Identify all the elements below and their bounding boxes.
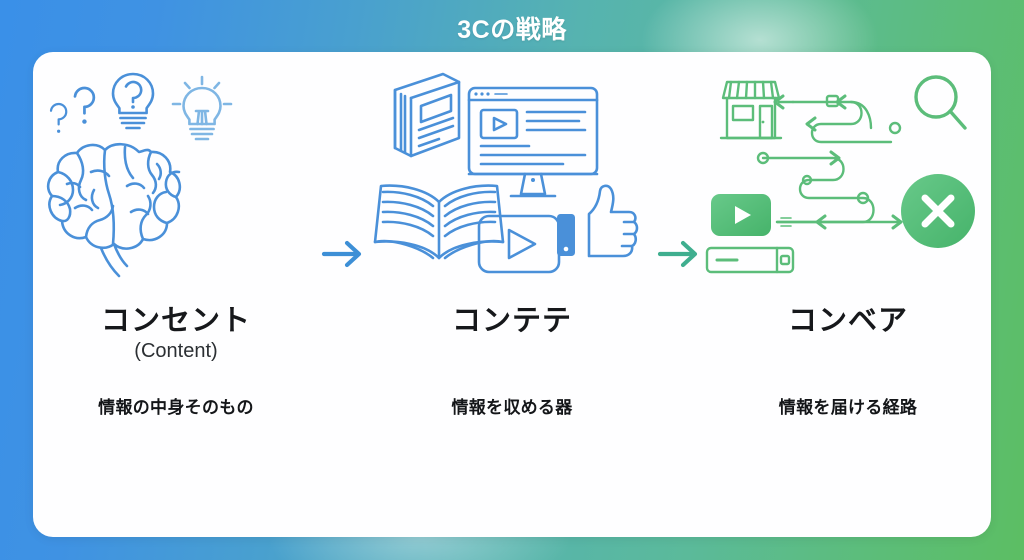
search-bar-icon — [705, 246, 795, 274]
lightbulb-idea-icon — [171, 75, 233, 141]
title-block-container: コンテテ — [452, 301, 572, 393]
storefront-icon — [719, 80, 783, 140]
column-heading: コンセント — [100, 305, 251, 337]
play-button-icon — [477, 214, 561, 274]
column-conveyor: コンベア 情報を届ける経路 — [705, 52, 991, 537]
column-subheading: (Content) — [134, 340, 218, 363]
column-heading: コンベア — [787, 305, 908, 337]
route-path-icon — [756, 94, 903, 230]
page-title: 3Cの戦略 — [457, 16, 567, 44]
description-block-content: 情報の中身そのもの — [98, 393, 254, 435]
lightbulb-question-icon — [111, 72, 155, 130]
content-card: コンセント (Content) 情報の中身そのもの — [33, 52, 991, 537]
column-container: コンテテ 情報を収める器 — [369, 52, 655, 537]
brain-with-lightbulbs-illustration — [33, 66, 319, 301]
column-description: 情報を収める器 — [451, 398, 573, 417]
thumbs-up-icon — [587, 184, 639, 258]
column-description: 情報を届ける経路 — [778, 398, 918, 417]
brain-icon — [46, 142, 182, 278]
smartphone-icon — [557, 214, 575, 256]
description-block-conveyor: 情報を届ける経路 — [779, 393, 917, 435]
magnifier-icon — [914, 75, 967, 130]
column-description: 情報の中身そのもの — [98, 398, 254, 417]
question-mark-icon — [49, 102, 68, 133]
media-container-devices-illustration — [369, 66, 655, 301]
closed-book-icon — [393, 72, 461, 158]
close-circle-icon — [901, 174, 975, 248]
column-content: コンセント (Content) 情報の中身そのもの — [33, 52, 319, 537]
title-block-content: コンセント (Content) — [101, 301, 251, 393]
monitor-video-icon — [467, 86, 599, 198]
delivery-route-network-illustration — [705, 66, 991, 301]
columns-row: コンセント (Content) 情報の中身そのもの — [33, 52, 991, 537]
arrow-content-to-container — [320, 52, 368, 537]
column-heading: コンテテ — [451, 305, 572, 337]
arrow-container-to-conveyor — [656, 52, 704, 537]
title-block-conveyor: コンベア — [788, 301, 908, 393]
open-book-icon — [373, 184, 505, 260]
video-play-icon — [711, 194, 771, 236]
description-block-container: 情報を収める器 — [451, 393, 572, 435]
question-mark-icon — [73, 86, 96, 124]
